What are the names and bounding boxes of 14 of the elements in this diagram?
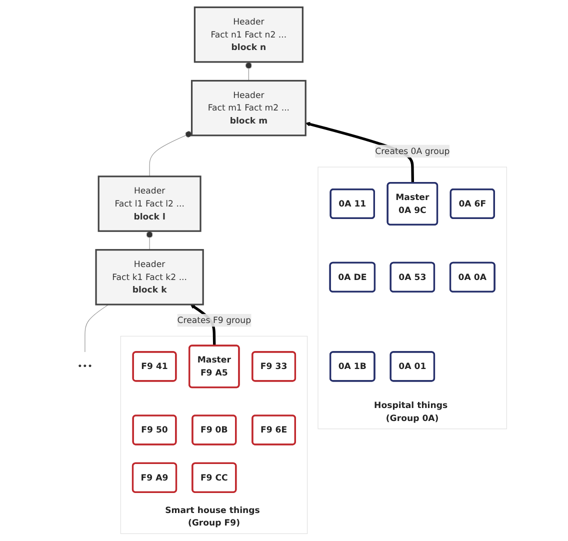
edge-label: Creates F9 group (177, 314, 252, 326)
diagram: Creates F9 group Creates 0A group Header Fact n1 Fact n2 ... block n Header Fact m1 Fact m2 ... block m Header Fact l1 Fact l2 ... block l Master 0A 9C 0A 11 0A 6F Header Fact k1 Fact k2 ... block k 0A DE 0A 53 0A 0A Master F9 A5 ••• F9 41 F9 33 0A 1B 0A 01 F9 50 F9 0B F9 6E F9 A9 F9 CC Hospital things (Group 0A) Smart house things (Group F9) (57, 3, 511, 538)
connector (146, 230, 153, 250)
connector (246, 62, 252, 81)
node-box (194, 6, 304, 63)
connector (149, 131, 192, 177)
cluster (120, 336, 308, 534)
node-text: ••• (77, 361, 93, 372)
cluster (318, 166, 507, 430)
node-box (95, 249, 204, 306)
connector (84, 304, 109, 352)
node-box (191, 80, 306, 136)
edge-label: Creates 0A group (375, 146, 450, 156)
node-box (98, 176, 202, 232)
